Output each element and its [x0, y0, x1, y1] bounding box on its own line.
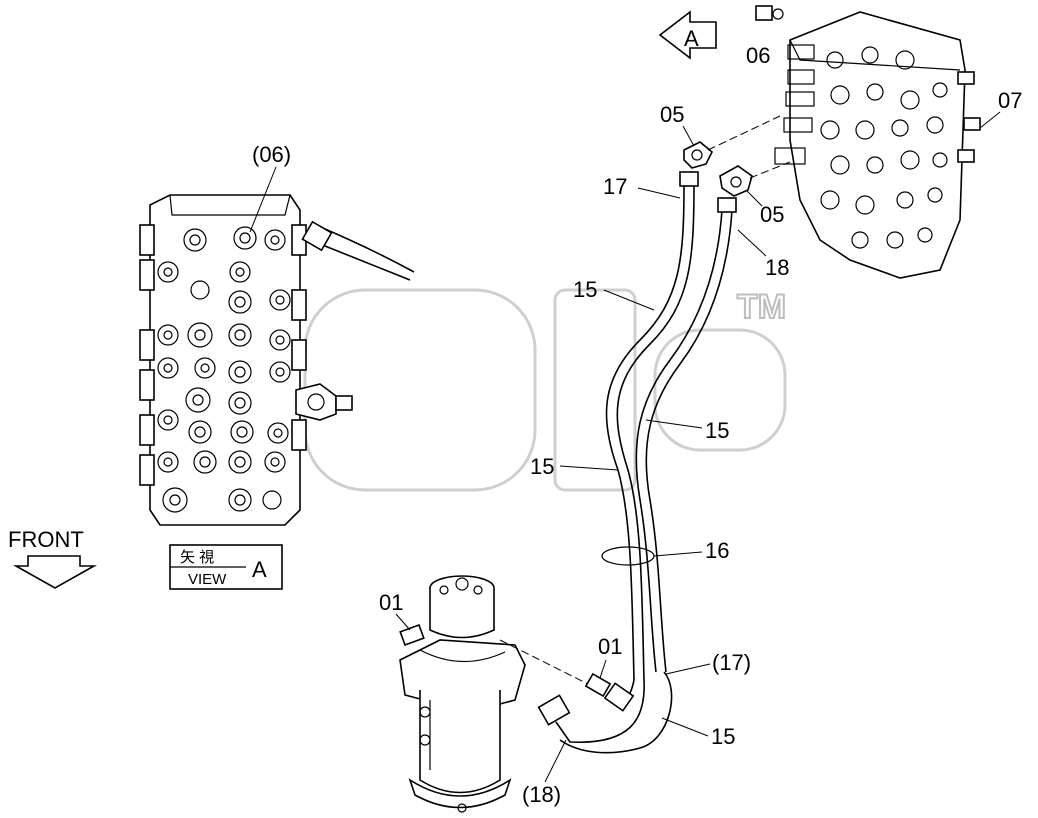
watermark-trademark: TM — [737, 288, 786, 326]
callout-18: 18 — [765, 255, 789, 280]
callout-16: 16 — [705, 538, 729, 563]
elbow-fitting-lower — [719, 165, 753, 197]
callout-05-lower: 05 — [760, 202, 784, 227]
front-label: FRONT — [8, 527, 84, 552]
callout-top-06: 06 — [746, 43, 770, 68]
callout-17: 17 — [603, 174, 627, 199]
view-a-kanji: 矢 視 — [180, 549, 214, 566]
callout-18-paren: (18) — [522, 782, 561, 807]
callout-07: 07 — [998, 88, 1022, 113]
callout-05-upper: 05 — [660, 102, 684, 127]
view-a-letter: A — [252, 557, 267, 582]
view-a-arrow-letter: A — [684, 26, 699, 51]
front-indicator: FRONT — [8, 527, 98, 589]
watermark-logo: TM — [303, 287, 787, 492]
callout-01-left: 01 — [379, 590, 403, 615]
callout-15-a: 15 — [573, 277, 597, 302]
center-swivel-joint — [399, 575, 612, 813]
callout-left-06: (06) — [252, 142, 291, 167]
elbow-fitting-upper — [683, 141, 713, 169]
view-a-arrow: A — [658, 10, 717, 60]
control-valve-iso — [755, 5, 981, 279]
callout-15-d: 15 — [711, 724, 735, 749]
callout-15-b: 15 — [705, 418, 729, 443]
callout-17-paren: (17) — [712, 650, 751, 675]
hose-assembly — [537, 171, 737, 754]
control-valve-view-a — [139, 194, 415, 526]
callout-15-c: 15 — [530, 454, 554, 479]
callout-01-right: 01 — [598, 634, 622, 659]
view-a-box: 矢 視 VIEW A — [169, 544, 283, 590]
view-a-label: VIEW — [188, 571, 227, 588]
